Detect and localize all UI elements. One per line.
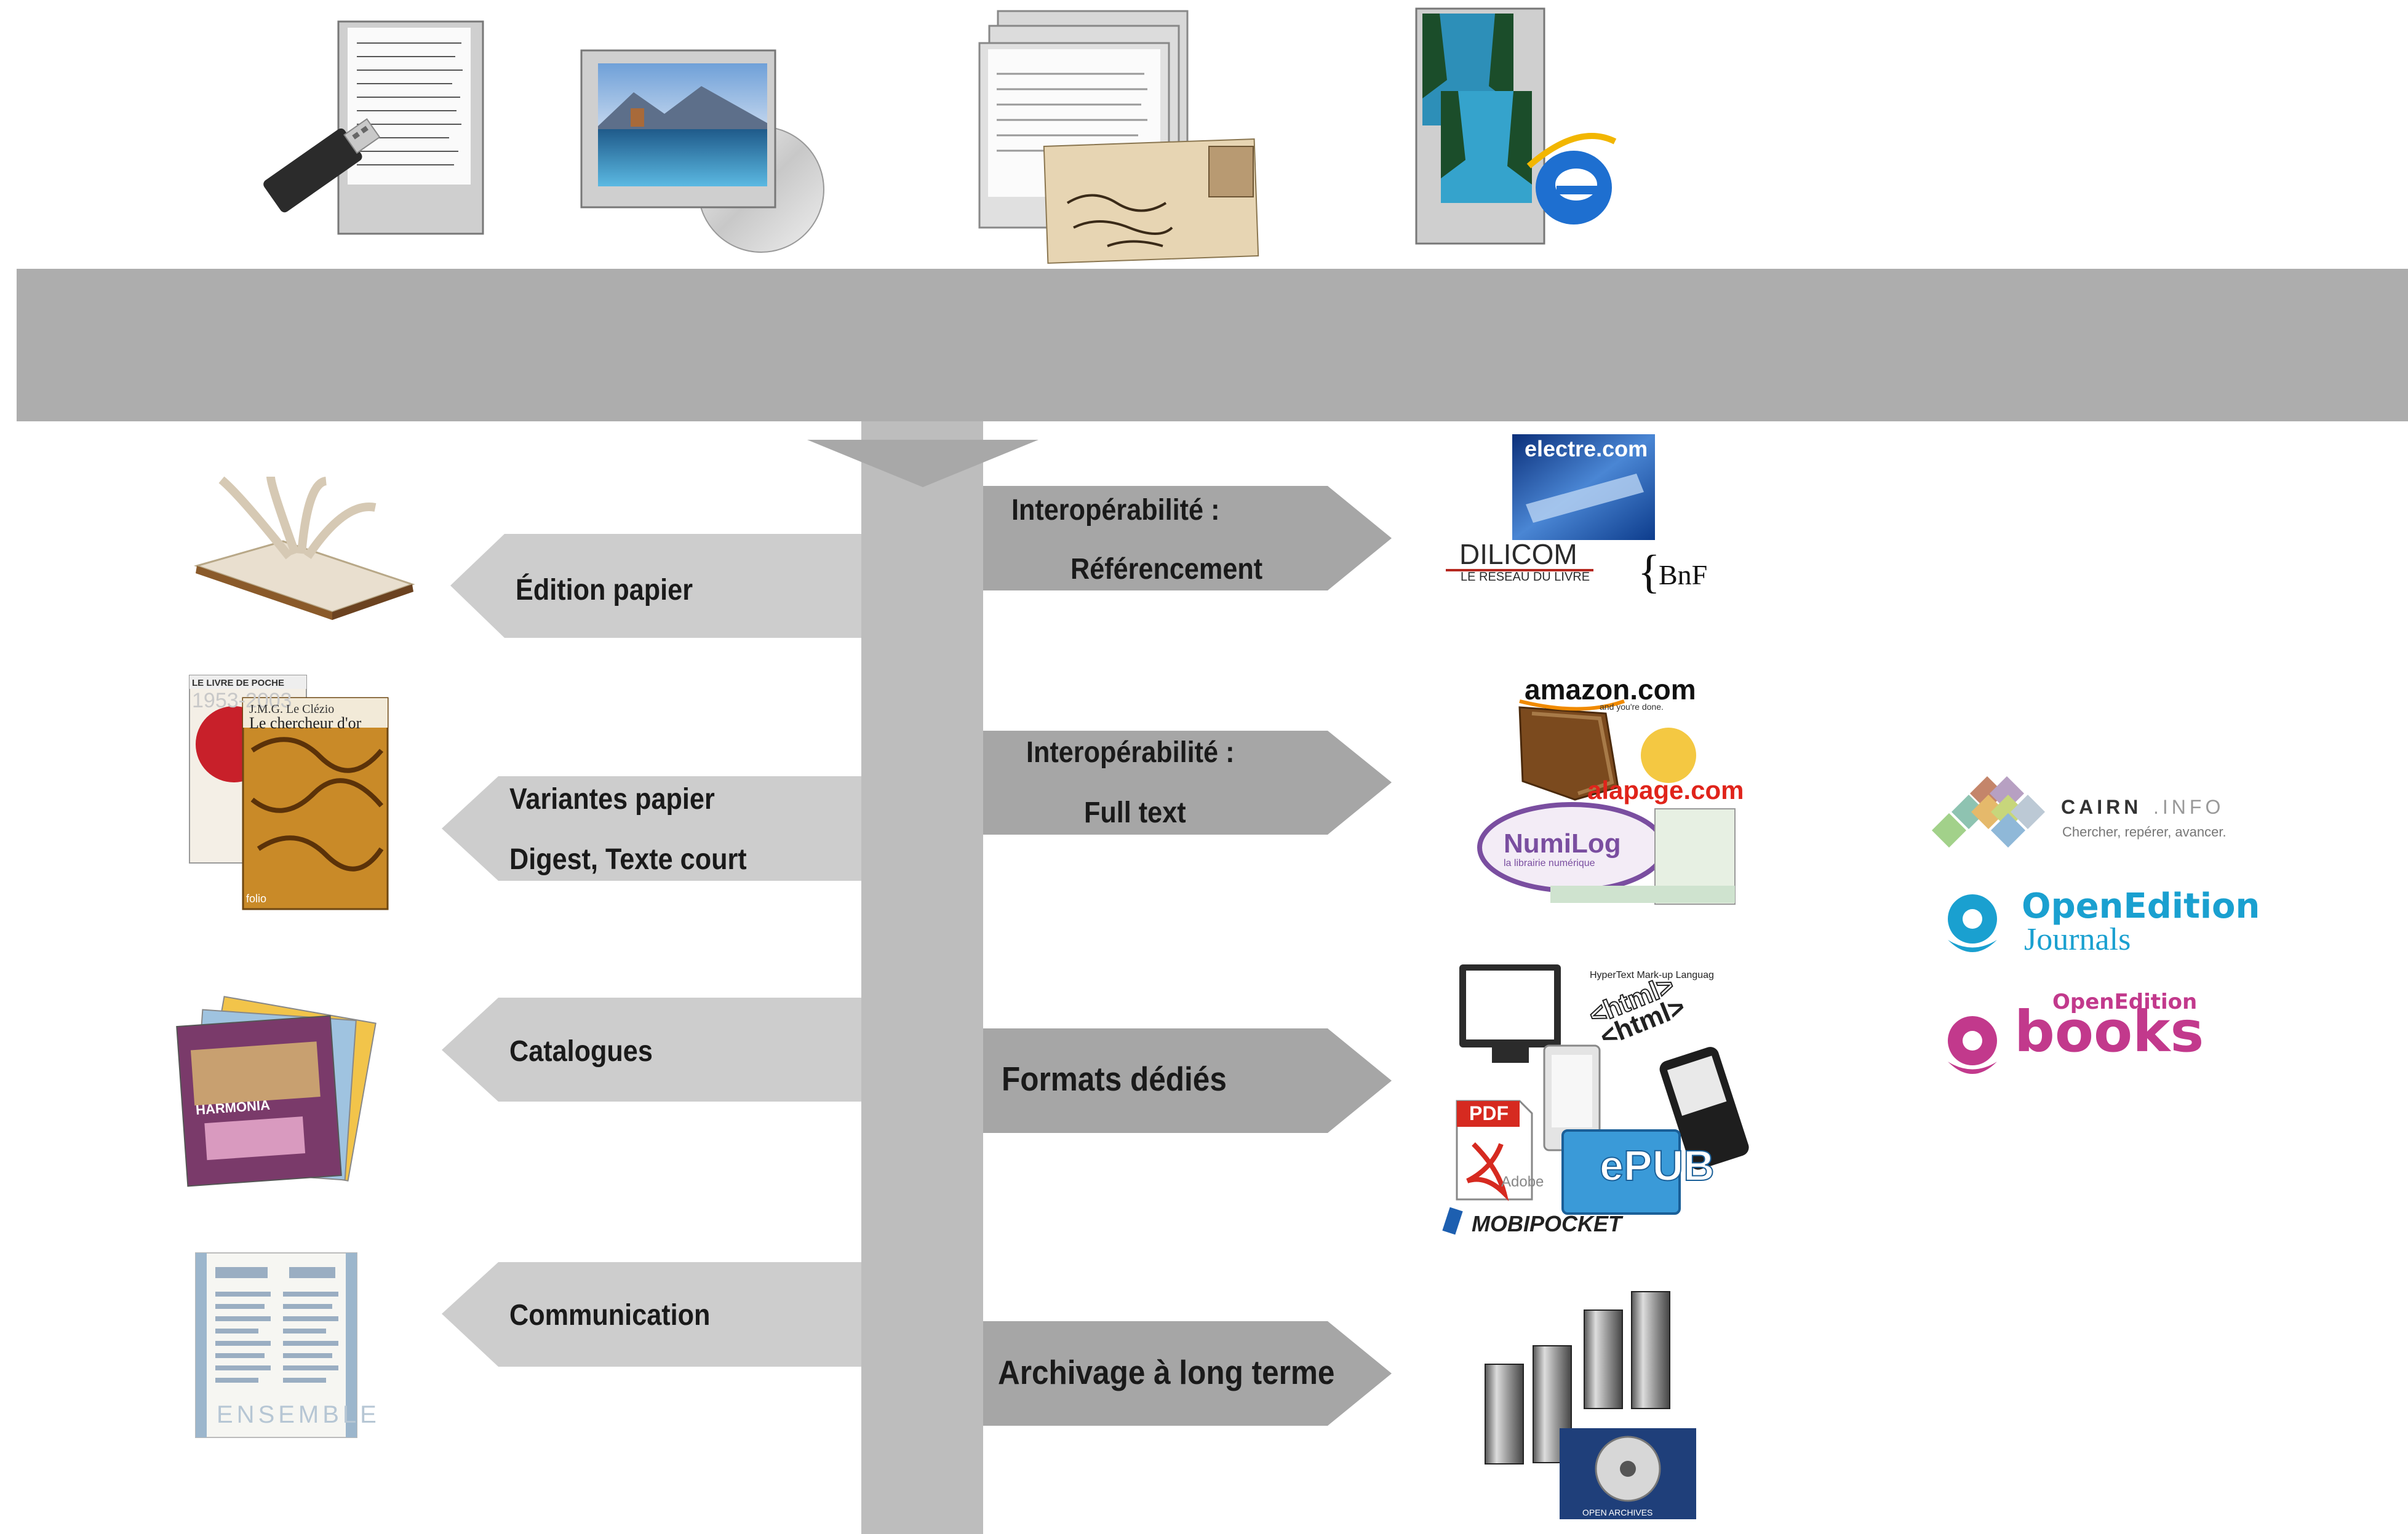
catalogues-icon bbox=[176, 996, 377, 1187]
arrow-interop-fulltext bbox=[983, 731, 1392, 835]
openedition-books-logo bbox=[1948, 1016, 1997, 1074]
label-interop2-title: Interopérabilité : bbox=[1026, 736, 1235, 769]
devices-formats-icon bbox=[1442, 964, 1749, 1235]
arrow-formats-dedies bbox=[983, 1028, 1392, 1133]
dilicom-text: DILICOM bbox=[1459, 538, 1577, 570]
label-interop1-title: Interopérabilité : bbox=[1011, 494, 1220, 527]
ensemble-text: ENSEMBLE bbox=[217, 1401, 380, 1428]
label-digest: Digest, Texte court bbox=[509, 843, 747, 876]
label-edition-papier: Édition papier bbox=[516, 574, 693, 606]
hypertext-text: HyperText Mark-up Languag bbox=[1590, 970, 1714, 980]
amazon-logo-book bbox=[1518, 699, 1696, 801]
open-archives-text: OPEN ARCHIVES bbox=[1582, 1508, 1653, 1517]
numilog-logo bbox=[1477, 802, 1736, 905]
epub-text: ePUB bbox=[1599, 1142, 1715, 1190]
arrow-edition-papier bbox=[450, 534, 861, 638]
platform-band bbox=[17, 269, 2408, 421]
folio-text: folio bbox=[246, 892, 267, 905]
arrow-variantes-papier bbox=[442, 776, 861, 881]
open-book-icon bbox=[193, 476, 415, 620]
arrow-catalogues bbox=[442, 998, 861, 1102]
arrow-interop-referencement bbox=[983, 486, 1392, 590]
photo-cd-icon bbox=[580, 49, 824, 253]
cairn-tagline: Chercher, repérer, avancer. bbox=[2062, 824, 2227, 840]
openedition-books-title: OpenEdition bbox=[2052, 990, 2198, 1014]
amazon-sub-text: and you're done. bbox=[1600, 702, 1664, 712]
books-text: books bbox=[2014, 999, 2204, 1065]
arrow-archivage bbox=[983, 1321, 1392, 1426]
adobe-text: Adobe bbox=[1501, 1174, 1544, 1190]
openedition-journals-title: OpenEdition bbox=[2022, 886, 2260, 926]
livre-poche-text: LE LIVRE DE POCHE bbox=[192, 678, 285, 688]
cairn-info-logo bbox=[1932, 776, 2045, 848]
newsletter-icon bbox=[195, 1252, 357, 1438]
alapage-text: alapage.com bbox=[1587, 776, 1744, 805]
electre-logo bbox=[1512, 434, 1655, 540]
openedition-journals-logo bbox=[1948, 894, 1997, 952]
trunk-down-arrow bbox=[807, 440, 1039, 487]
bnf-brace: { bbox=[1638, 546, 1660, 598]
label-catalogues: Catalogues bbox=[509, 1035, 653, 1068]
amazon-text: amazon.com bbox=[1525, 674, 1696, 705]
usb-manuscript-icon bbox=[263, 20, 484, 235]
label-variantes-papier: Variantes papier bbox=[509, 783, 715, 816]
typed-document-letter-icon bbox=[978, 10, 1259, 264]
pdf-text: PDF bbox=[1469, 1102, 1509, 1124]
mobipocket-text: MOBIPOCKET bbox=[1472, 1211, 1622, 1236]
electre-text: electre.com bbox=[1525, 436, 1648, 461]
livre-years-text: 1953-2003 bbox=[192, 689, 292, 712]
leclezio-title-text: Le chercheur d'or bbox=[249, 714, 362, 732]
label-interop2-sub: Full text bbox=[1084, 797, 1186, 829]
central-trunk bbox=[861, 421, 983, 1534]
web-images-ie-icon bbox=[1415, 7, 1617, 245]
label-formats-dedies: Formats dédiés bbox=[1002, 1060, 1227, 1098]
journals-text: Journals bbox=[2024, 922, 2131, 957]
label-archivage: Archivage à long terme bbox=[998, 1353, 1335, 1391]
bnf-text: BnF bbox=[1659, 559, 1708, 590]
pocket-books-icon bbox=[189, 675, 389, 910]
label-communication: Communication bbox=[509, 1299, 711, 1332]
arrow-communication bbox=[442, 1262, 861, 1367]
cairn-info-text: .INFO bbox=[2153, 796, 2225, 818]
label-interop1-sub: Référencement bbox=[1070, 553, 1263, 586]
servers-archive-icon bbox=[1485, 1291, 1696, 1519]
numilog-text: NumiLog bbox=[1504, 829, 1621, 859]
leclezio-author-text: J.M.G. Le Clézio bbox=[249, 702, 335, 716]
cairn-text: CAIRN bbox=[2061, 796, 2142, 818]
dilicom-logo bbox=[1446, 569, 1593, 571]
dilicom-sub-text: LE RESEAU DU LIVRE bbox=[1461, 570, 1590, 584]
numilog-sub-text: la librairie numérique bbox=[1504, 858, 1595, 868]
